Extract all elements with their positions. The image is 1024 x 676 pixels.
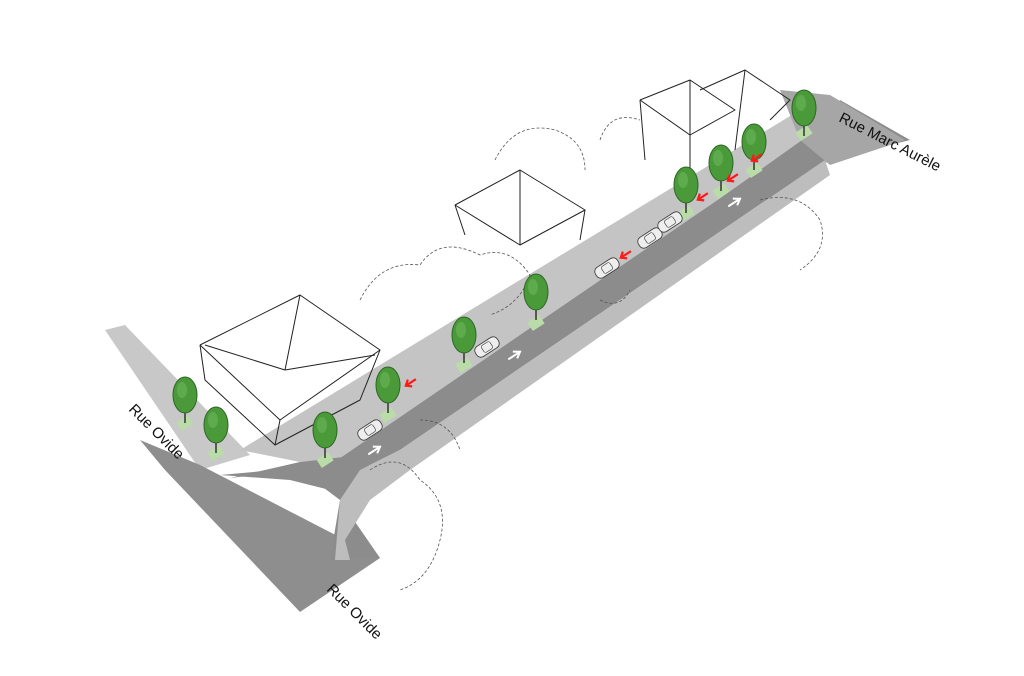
house-left [199,294,381,446]
traffic-direction-arrow-icon [367,445,382,456]
house-right [639,69,791,175]
tree-icon [523,273,549,320]
tree-icon [203,406,229,453]
one-way-arrow-icon [750,153,763,163]
car-icon [474,336,500,358]
tree-icon [451,316,477,363]
traffic-direction-arrow-icon [727,197,742,208]
tree-icon [708,144,734,191]
trees [172,89,817,458]
tree-icon [172,376,198,423]
rue-ovide-road [140,440,380,612]
car-icon [357,419,383,441]
car-icon [594,257,620,279]
main-sidewalk-south [335,160,830,560]
tree-icon [312,411,338,458]
house-middle [454,169,586,246]
label-rue-ovide-bottom: Rue Ovide [323,581,385,643]
traffic-arrows [367,153,763,456]
tree-icon [791,89,817,136]
one-way-arrow-icon [404,378,417,388]
car-icon [657,211,683,233]
one-way-arrow-icon [619,250,632,260]
tree-icon [375,366,401,413]
tree-icon [673,166,699,213]
parked-cars [357,211,683,441]
tree-icon [741,123,767,170]
one-way-arrow-icon [696,192,709,202]
one-way-arrow-icon [726,173,739,183]
traffic-direction-arrow-icon [507,350,522,361]
